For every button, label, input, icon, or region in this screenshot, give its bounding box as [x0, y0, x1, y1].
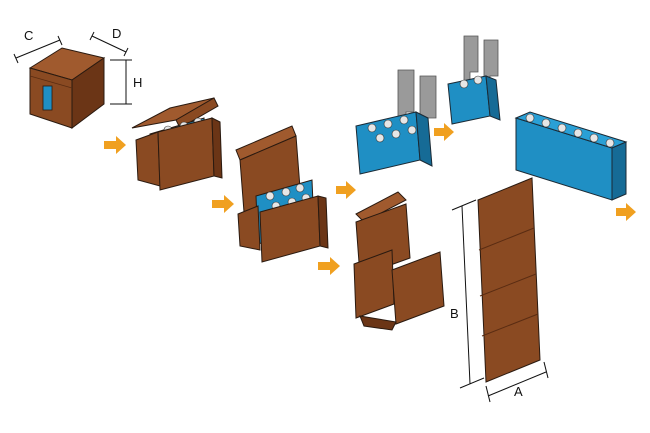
dimension-d: D [89, 26, 129, 57]
label-d: D [112, 26, 121, 41]
arrow-icon [616, 203, 636, 221]
arrow-icon [336, 181, 356, 199]
wrap-box-with-bottles [235, 125, 329, 263]
arrow-icon [318, 257, 340, 275]
label-a: A [514, 384, 523, 399]
arrow-icon [434, 123, 454, 141]
dimension-h: H [110, 59, 142, 105]
closed-box [28, 47, 106, 129]
label-c: C [24, 28, 33, 43]
label-h: H [133, 75, 142, 90]
arrow-icon [212, 195, 234, 213]
dimension-a: A [485, 361, 549, 403]
gripped-bottle-group-large [355, 69, 437, 175]
arrow-icon [104, 136, 126, 154]
dimension-c: C [13, 28, 63, 64]
bottle-row [514, 111, 628, 201]
flat-blank [477, 177, 541, 383]
open-box-with-bottles [131, 97, 223, 191]
label-b: B [450, 306, 459, 321]
dimension-b: B [450, 199, 485, 389]
gripped-bottle-group-small [447, 35, 501, 125]
folding-blank [353, 191, 445, 331]
